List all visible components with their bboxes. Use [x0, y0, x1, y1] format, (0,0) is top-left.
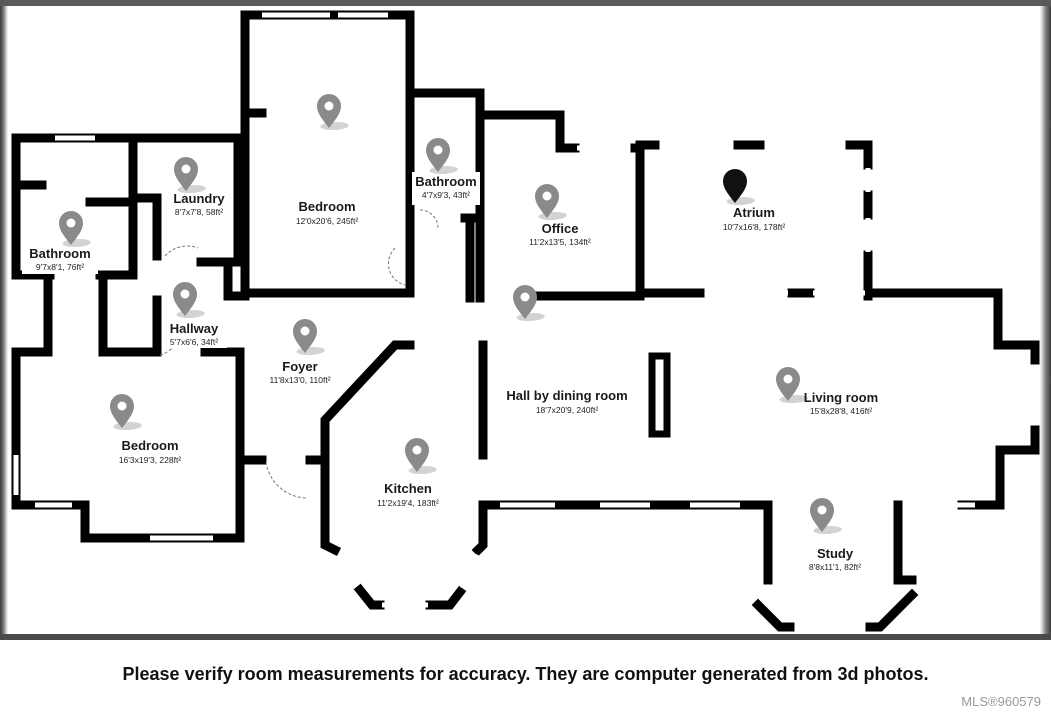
- location-pin-icon[interactable]: [173, 282, 207, 318]
- room-dimensions: 11'8x13'0, 110ft²: [269, 375, 330, 385]
- room-bedroom-bottom: Bedroom 16'3x19'3, 228ft²: [119, 438, 181, 465]
- location-pin-icon[interactable]: [110, 394, 144, 430]
- room-name: Atrium: [733, 205, 775, 220]
- location-pin-icon[interactable]: [810, 498, 844, 534]
- room-living-room: Living room 15'8x28'8, 416ft²: [804, 390, 878, 416]
- room-office: Office 11'2x13'5, 134ft²: [529, 221, 591, 247]
- location-pin-icon[interactable]: [293, 319, 327, 355]
- room-dimensions: 8'8x11'1, 82ft²: [809, 562, 861, 572]
- label-backdrop: [163, 318, 227, 348]
- mls-number: MLS®960579: [961, 694, 1041, 709]
- room-dimensions: 8'7x7'8, 58ft²: [175, 207, 223, 217]
- room-name: Office: [542, 221, 579, 236]
- room-name: Hallway: [170, 321, 219, 336]
- location-pin-icon[interactable]: [59, 211, 93, 247]
- windows: [13, 12, 1038, 630]
- room-name: Living room: [804, 390, 878, 405]
- room-bedroom-top: Bedroom 12'0x20'6, 245ft²: [296, 199, 358, 226]
- room-atrium: Atrium 10'7x16'8, 178ft²: [723, 205, 785, 232]
- room-laundry: Laundry 8'7x7'8, 58ft²: [173, 191, 225, 217]
- room-dimensions: 4'7x9'3, 43ft²: [422, 190, 470, 200]
- location-pin-icon[interactable]: [174, 157, 208, 193]
- room-dimensions: 11'2x13'5, 134ft²: [529, 237, 591, 247]
- location-pin-icon[interactable]: [513, 285, 547, 321]
- room-dimensions: 9'7x8'1, 76ft²: [36, 262, 84, 272]
- location-pins: [59, 94, 844, 534]
- location-pin-icon[interactable]: [426, 138, 460, 174]
- room-hall-dining: Hall by dining room 18'7x20'9, 240ft²: [506, 388, 627, 415]
- selected-location-pin-icon[interactable]: [723, 169, 757, 205]
- location-pin-icon[interactable]: [317, 94, 351, 130]
- floor-plan: Bedroom 12'0x20'6, 245ft² Laundry 8'7x7'…: [11, 10, 1040, 632]
- room-name: Laundry: [173, 191, 225, 206]
- location-pin-icon[interactable]: [535, 184, 569, 220]
- room-name: Study: [817, 546, 854, 561]
- room-dimensions: 16'3x19'3, 228ft²: [119, 455, 181, 465]
- location-pin-icon[interactable]: [776, 367, 810, 403]
- room-foyer: Foyer 11'8x13'0, 110ft²: [269, 359, 330, 385]
- room-study: Study 8'8x11'1, 82ft²: [809, 546, 861, 572]
- room-dimensions: 10'7x16'8, 178ft²: [723, 222, 785, 232]
- room-hallway: Hallway 5'7x6'6, 34ft²: [170, 321, 219, 347]
- room-bathroom-left: Bathroom 9'7x8'1, 76ft²: [29, 246, 90, 272]
- label-backdrop: [22, 243, 98, 274]
- room-bathroom-mid: Bathroom 4'7x9'3, 43ft²: [415, 174, 476, 200]
- room-kitchen: Kitchen 11'2x19'4, 183ft²: [377, 481, 439, 508]
- room-name: Bathroom: [29, 246, 90, 261]
- room-dimensions: 5'7x6'6, 34ft²: [170, 337, 218, 347]
- room-name: Hall by dining room: [506, 388, 627, 403]
- disclaimer-text: Please verify room measurements for accu…: [122, 664, 929, 684]
- room-dimensions: 15'8x28'8, 416ft²: [810, 406, 872, 416]
- frame-top-edge: [0, 0, 1051, 6]
- room-name: Foyer: [282, 359, 317, 374]
- label-backdrop: [412, 172, 480, 205]
- room-dimensions: 18'7x20'9, 240ft²: [536, 405, 598, 415]
- room-name: Bedroom: [121, 438, 178, 453]
- room-name: Bedroom: [298, 199, 355, 214]
- frame-bottom-edge: [0, 634, 1051, 640]
- room-name: Bathroom: [415, 174, 476, 189]
- location-pin-icon[interactable]: [405, 438, 439, 474]
- walls: [11, 10, 1040, 632]
- room-dimensions: 11'2x19'4, 183ft²: [377, 498, 439, 508]
- room-dimensions: 12'0x20'6, 245ft²: [296, 216, 358, 226]
- room-name: Kitchen: [384, 481, 432, 496]
